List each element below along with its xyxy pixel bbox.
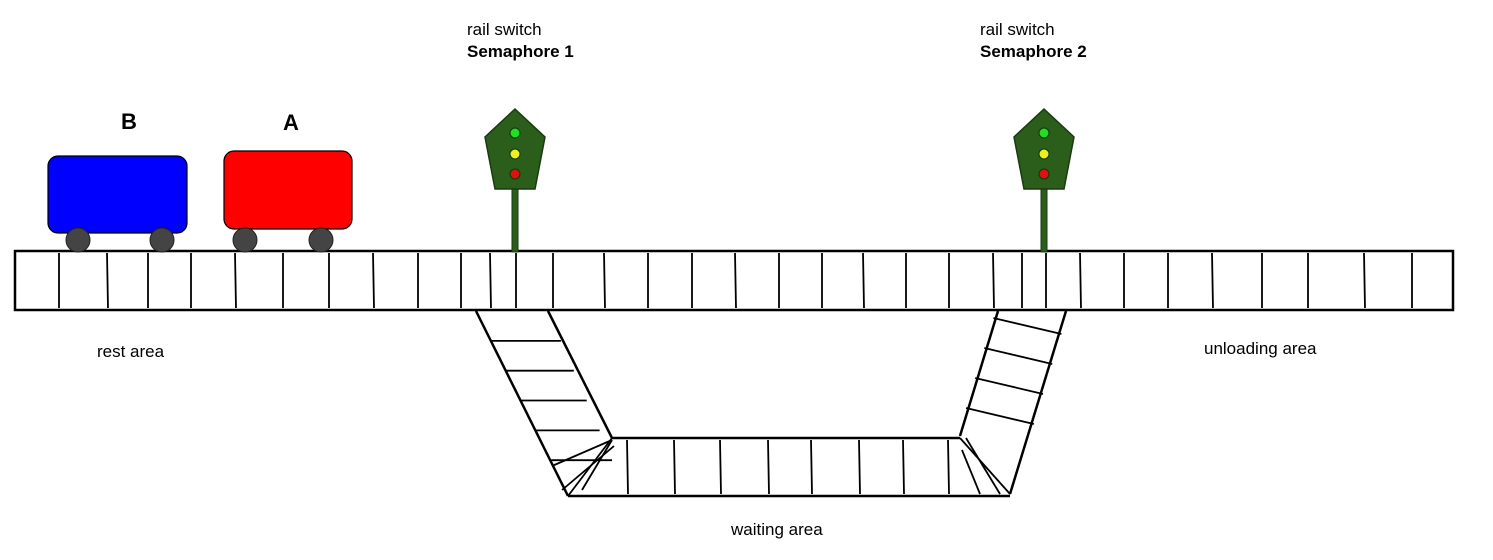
semaphore-2-caption: rail switch [980,20,1055,39]
main-track-tie [603,252,606,309]
semaphore-1-pole [511,185,519,253]
car-a-wheel-right [308,227,334,253]
semaphore-2-green-light [1038,127,1050,139]
right-branch-tie [993,317,1062,335]
car-b-label: B [121,109,137,134]
car-a-wheel-left [232,227,258,253]
waiting-track-ties [581,439,950,495]
left-branch-tie [551,439,613,467]
right-branch-tie [965,407,1035,425]
right-branch-track [958,310,1068,495]
main-track-tie [234,252,237,309]
left-branch-track [474,310,615,497]
semaphore-2-red-light [1038,168,1050,180]
main-track-tie [372,252,375,309]
waiting-track-tie [719,439,722,495]
right-branch-tie [965,437,1001,495]
waiting-track-tie [947,439,950,495]
left-branch-ties [490,339,615,497]
main-track-outline [13,249,1455,312]
main-track-tie [1211,252,1214,309]
semaphore-2-pole [1040,185,1048,253]
semaphore-1 [484,107,546,253]
semaphore-1-red-light [509,168,521,180]
main-track-tie [734,252,737,309]
car-a-body [223,150,353,230]
main-track [13,249,1455,312]
unloading-area-label: unloading area [1204,339,1317,358]
semaphore-1-caption: rail switch [467,20,542,39]
right-branch-inner-rail [958,310,1000,437]
waiting-track-tie [626,439,629,495]
left-branch-outer-rail [474,310,570,497]
main-track-ties [58,252,1413,309]
rest-area-label: rest area [97,342,165,361]
left-branch-tie [561,445,615,491]
right-branch-outer-rail [1008,310,1068,495]
semaphore-2 [1013,107,1075,253]
waiting-track-tie [902,439,905,495]
right-branch-tie [984,347,1053,365]
main-track-tie [106,252,109,309]
main-track-tie [992,252,995,309]
semaphore-2-name: Semaphore 2 [980,42,1087,61]
waiting-track-tie [810,439,813,495]
right-branch-tie [959,437,1011,495]
car-b [47,155,188,253]
car-b-wheel-right [149,227,175,253]
right-branch-tie [974,377,1044,395]
waiting-track-tie [767,439,770,495]
car-b-body [47,155,188,234]
left-branch-inner-rail [546,310,614,439]
main-track-tie [1079,252,1082,309]
main-track-tie [489,252,492,309]
car-a-label: A [283,110,299,135]
semaphore-1-yellow-light [509,148,521,160]
waiting-track-tie [673,439,676,495]
right-branch-tie [961,449,981,495]
left-branch-tie [567,437,613,497]
waiting-track [568,436,1010,498]
car-b-wheel-left [65,227,91,253]
semaphore-2-yellow-light [1038,148,1050,160]
semaphore-1-name: Semaphore 1 [467,42,574,61]
car-a [223,150,353,253]
waiting-area-label: waiting area [731,520,823,539]
main-track-tie [862,252,865,309]
waiting-track-tie [858,439,861,495]
main-track-tie [1363,252,1366,309]
semaphore-1-green-light [509,127,521,139]
right-branch-ties [959,317,1062,495]
waiting-track-tie [581,439,613,491]
